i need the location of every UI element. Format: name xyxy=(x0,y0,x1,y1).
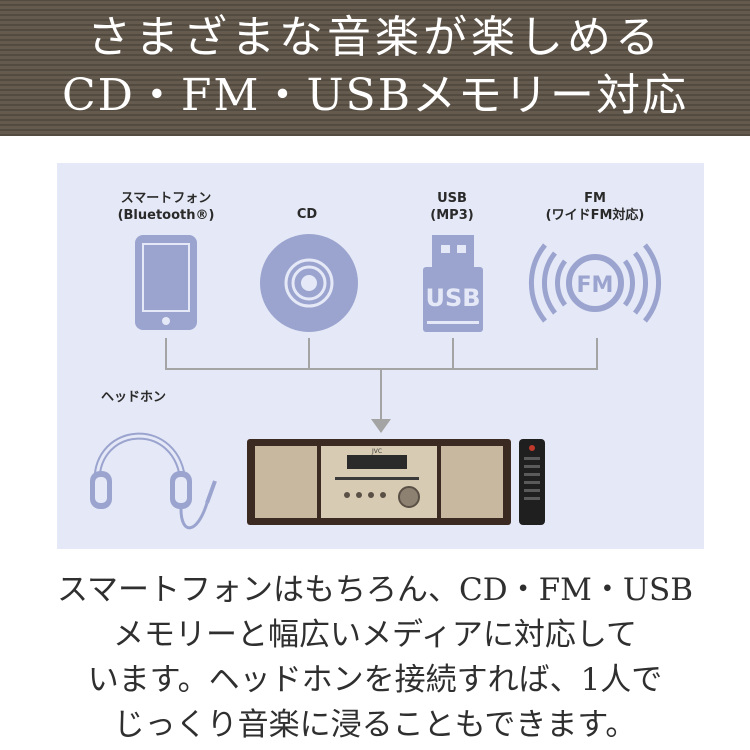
source-label-fm-line1: FM xyxy=(584,191,606,206)
description-line3: います。ヘッドホンを接続すれば、1人で xyxy=(87,662,663,698)
source-label-usb-line1: USB xyxy=(437,191,467,206)
usb-icon: USB xyxy=(423,235,483,332)
description-line2: メモリーと幅広いメディアに対応して xyxy=(113,617,637,653)
source-label-cd-line1: CD xyxy=(296,207,318,222)
fm-icon: FM xyxy=(529,243,661,323)
stereo-unit-image: JVC xyxy=(247,439,511,525)
source-label-cd: CD xyxy=(257,206,357,223)
description-line4: じっくり音楽に浸ることもできます。 xyxy=(113,707,637,743)
description-text: スマートフォンはもちろん、CD・FM・USB メモリーと幅広いメディアに対応して… xyxy=(0,568,750,748)
device-brand-text: JVC xyxy=(371,448,382,455)
headphones-icon xyxy=(90,432,217,530)
title-banner: さまざまな音楽が楽しめる CD・FM・USBメモリー対応 xyxy=(0,0,750,136)
smartphone-icon xyxy=(135,235,197,330)
diagram-graphics: USB FM xyxy=(90,234,661,530)
connector-lines xyxy=(165,338,598,421)
source-label-smartphone: スマートフォン (Bluetooth®) xyxy=(101,190,231,224)
source-label-usb-line2: (MP3) xyxy=(430,208,474,223)
description-line1: スマートフォンはもちろん、CD・FM・USB xyxy=(56,572,694,608)
fm-icon-text: FM xyxy=(577,273,614,298)
arrow-down-icon xyxy=(371,419,391,433)
source-label-smartphone-line1: スマートフォン xyxy=(120,191,212,206)
diagram-panel: スマートフォン (Bluetooth®) CD USB (MP3) FM (ワイ… xyxy=(57,163,704,549)
source-label-fm-line2: (ワイドFM対応) xyxy=(545,208,645,223)
banner-title-line1: さまざまな音楽が楽しめる xyxy=(87,12,663,63)
usb-icon-text: USB xyxy=(425,284,480,312)
remote-control-image xyxy=(519,439,545,525)
source-label-smartphone-line2: (Bluetooth®) xyxy=(117,208,215,223)
headphone-label-text: ヘッドホン xyxy=(101,390,167,405)
cd-icon xyxy=(260,234,358,332)
headphone-label: ヘッドホン xyxy=(101,389,201,406)
source-label-fm: FM (ワイドFM対応) xyxy=(525,190,665,224)
banner-title-line2: CD・FM・USBメモリー対応 xyxy=(61,70,689,121)
source-label-usb: USB (MP3) xyxy=(402,190,502,224)
